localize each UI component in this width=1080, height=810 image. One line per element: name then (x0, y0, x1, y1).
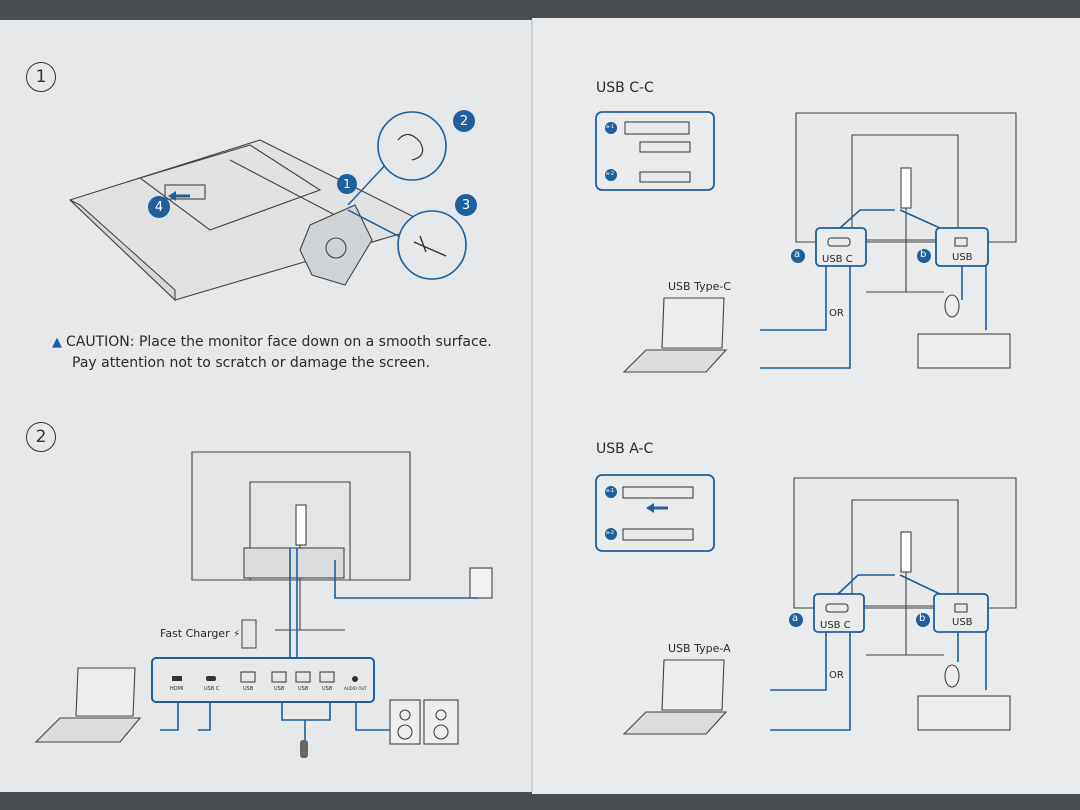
port-label-usb-2: USB (274, 686, 285, 692)
laptop-left-illustration (34, 667, 142, 743)
port-panel (151, 657, 375, 703)
callout-1: 1 (337, 174, 357, 194)
badge-a2-bottom: a-2 (606, 530, 615, 536)
port-icons (172, 671, 358, 683)
keyboard-mouse-top (917, 294, 1011, 369)
monitor-rear-illustration (191, 451, 493, 631)
or-label-bottom: OR (829, 670, 844, 681)
port-label-audio: AUDIO OUT (344, 686, 367, 691)
port-label-usb-4: USB (322, 686, 333, 692)
caution-note: ▲ CAUTION: Place the monitor face down on… (52, 332, 492, 373)
monitor-face-down-illustration (68, 139, 432, 302)
or-label-top: OR (829, 308, 844, 319)
port-b-bottom: b (919, 613, 926, 624)
badge-a1-bottom: a-1 (606, 488, 615, 494)
port-label-usb-3: USB (298, 686, 309, 692)
keyboard-mouse-bottom (917, 664, 1011, 731)
usb-type-a-label: USB Type-A (668, 642, 731, 655)
laptop-bottom-illustration (622, 659, 728, 735)
speakers-illustration (389, 699, 459, 745)
callout-2: 2 (453, 110, 475, 132)
detail-circle-screwdriver (397, 210, 467, 280)
caution-line-1: CAUTION: Place the monitor face down on … (66, 334, 492, 350)
badge-a2-top: a-2 (606, 171, 615, 177)
usb-label-top: USB (952, 252, 973, 263)
port-a-bottom: a (792, 613, 799, 624)
usb-c-label-top: USB C (822, 254, 853, 265)
port-label-usbc: USB C (204, 686, 220, 692)
usb-c-label-bottom: USB C (820, 620, 851, 631)
port-label-hdmi: HDMI (170, 686, 184, 692)
usb-label-bottom: USB (952, 617, 973, 628)
caution-line-2: Pay attention not to scratch or damage t… (72, 355, 430, 371)
detail-circle-screw (377, 111, 447, 181)
fast-charger-label: Fast Charger ⚡ (160, 627, 241, 640)
port-label-usb-1: USB (243, 686, 254, 692)
warning-icon: ▲ (52, 335, 62, 350)
usb-type-c-label: USB Type-C (668, 280, 731, 293)
step-number-1: 1 (26, 62, 56, 92)
port-b-top: b (920, 249, 927, 260)
usb-cc-title: USB C-C (596, 80, 654, 96)
step-number-2: 2 (26, 422, 56, 452)
lightning-icon: ⚡ (233, 629, 241, 640)
usb-ac-title: USB A-C (596, 441, 654, 457)
port-a-top: a (794, 249, 801, 260)
callout-4: 4 (148, 196, 170, 218)
badge-a1-top: a-1 (606, 124, 615, 130)
callout-3: 3 (455, 194, 477, 216)
laptop-top-illustration (622, 297, 728, 373)
